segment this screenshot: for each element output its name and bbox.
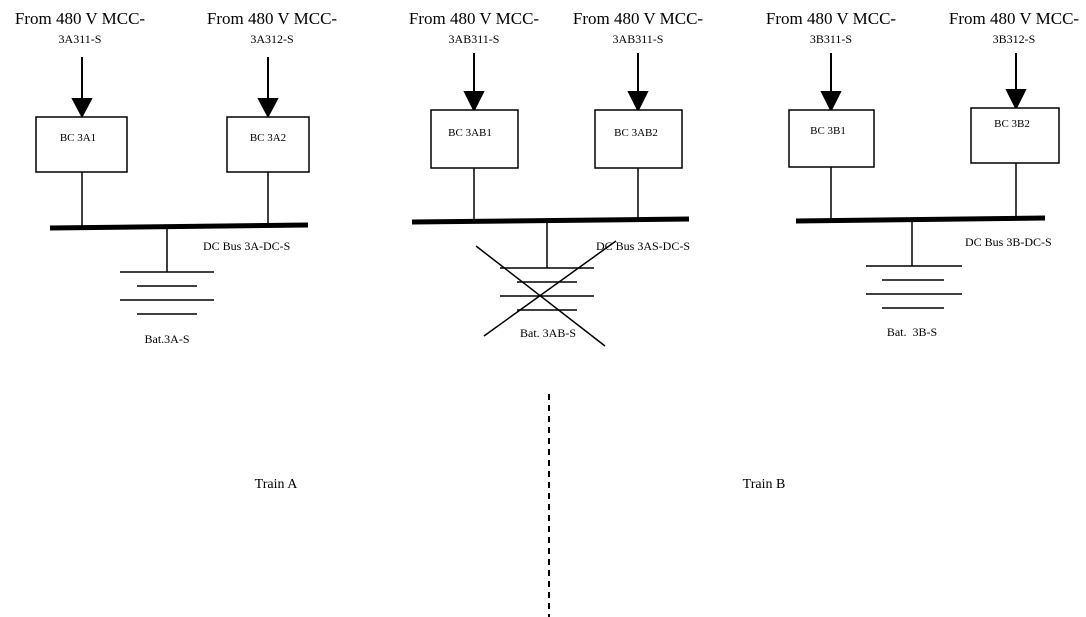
battery-3b	[866, 221, 962, 309]
source-6-title: From 480 V MCC-	[949, 9, 1080, 28]
source-2-title: From 480 V MCC-	[207, 9, 338, 28]
charger-3b1-label: BC 3B1	[810, 125, 846, 137]
source-4-id: 3AB311-S	[613, 32, 664, 46]
source-1-id: 3A311-S	[59, 32, 102, 46]
charger-drops	[81, 163, 1017, 226]
battery-3ab	[500, 222, 594, 311]
charger-3a1-label: BC 3A1	[60, 132, 96, 144]
source-5-title: From 480 V MCC-	[766, 9, 897, 28]
bus-3b-label: DC Bus 3B-DC-S	[965, 235, 1052, 249]
dc-buses	[49, 215, 1046, 231]
source-5-id: 3B311-S	[810, 32, 852, 46]
charger-3ab2-label: BC 3AB2	[614, 127, 658, 139]
source-3-title: From 480 V MCC-	[409, 9, 540, 28]
battery-3a-label: Bat.3A-S	[145, 332, 190, 346]
battery-3ab-cross-mark	[475, 240, 617, 347]
charger-boxes	[35, 107, 1060, 173]
source-2-id: 3A312-S	[250, 32, 293, 46]
source-6-id: 3B312-S	[993, 32, 1036, 46]
charger-3b2-label: BC 3B2	[994, 118, 1030, 130]
train-b-label: Train B	[743, 477, 786, 492]
source-4-title: From 480 V MCC-	[573, 9, 704, 28]
bus-3as-label: DC Bus 3AS-DC-S	[596, 239, 690, 253]
battery-3ab-label: Bat. 3AB-S	[520, 326, 576, 340]
battery-3b-label: Bat. 3B-S	[887, 325, 937, 339]
train-a-label: Train A	[255, 477, 299, 492]
source-1-title: From 480 V MCC-	[15, 9, 146, 28]
bus-3a-label: DC Bus 3A-DC-S	[203, 239, 290, 253]
battery-3a	[120, 228, 214, 315]
feed-arrows	[71, 53, 1027, 119]
charger-3ab1-label: BC 3AB1	[448, 127, 492, 139]
charger-3a2-label: BC 3A2	[250, 132, 286, 144]
source-3-id: 3AB311-S	[449, 32, 500, 46]
